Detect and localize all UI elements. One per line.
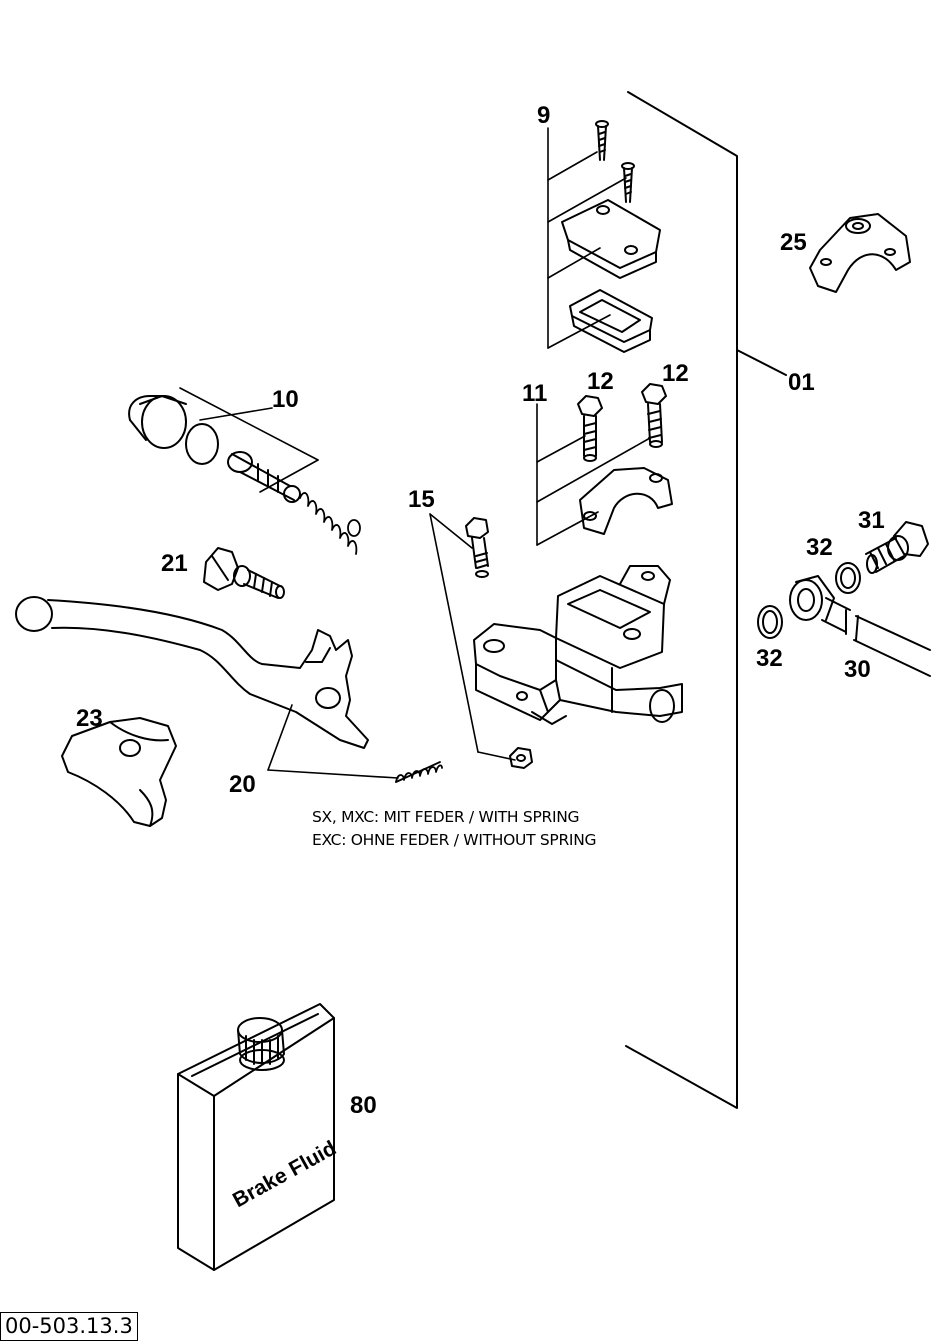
diaphragm [569, 289, 653, 353]
return-spring [299, 492, 361, 555]
part-15-nut [509, 747, 533, 769]
label-part-12-left: 12 [587, 368, 614, 395]
label-part-25: 25 [780, 229, 807, 256]
leader-lines [179, 127, 651, 779]
container-cap [237, 1017, 285, 1071]
label-part-30: 30 [844, 656, 871, 683]
part-25-clamp [809, 213, 911, 293]
label-part-31: 31 [858, 507, 885, 534]
label-part-23: 23 [76, 705, 103, 732]
label-part-80: 80 [350, 1092, 377, 1119]
part-30-brake-line [789, 575, 931, 677]
label-part-15: 15 [408, 486, 435, 513]
part-9-cover-assembly [561, 120, 661, 353]
label-part-32-lower: 32 [756, 645, 783, 672]
part-32-washer-lower [757, 605, 783, 639]
part-20-lever [15, 596, 369, 749]
master-cylinder-body [473, 565, 683, 725]
label-part-11: 11 [522, 380, 548, 407]
part-80-brake-fluid-container [177, 1003, 335, 1271]
label-part-9: 9 [537, 102, 551, 129]
label-part-01: 01 [788, 369, 815, 396]
spring-note-line-1: SX, MXC: MIT FEDER / WITH SPRING [312, 808, 580, 826]
part-15-pivot-bolt [465, 517, 489, 578]
part-32-washer-upper [835, 562, 861, 594]
circlip [185, 423, 219, 465]
dust-boot [128, 395, 187, 449]
part-23-lever-cover [61, 717, 177, 827]
drawing-number: 00-503.13.3 [0, 1312, 138, 1342]
label-part-32-upper: 32 [806, 534, 833, 561]
label-part-12-right: 12 [662, 360, 689, 387]
label-part-20: 20 [229, 771, 256, 798]
label-part-10: 10 [272, 386, 299, 413]
reservoir-cover [561, 199, 661, 279]
part-31-banjo-bolt [865, 521, 929, 574]
clamp-bolt-right [641, 383, 667, 448]
part-10-piston-kit [128, 395, 361, 555]
part-11-clamp [579, 467, 673, 535]
part-21-adjuster [203, 547, 285, 599]
assembly-bracket [625, 91, 787, 1109]
cover-screw-upper [595, 120, 609, 161]
label-part-21: 21 [161, 550, 188, 577]
part-20-spring [395, 761, 443, 783]
piston [227, 451, 301, 503]
part-12-bolts [577, 383, 667, 462]
cover-screw-lower [621, 162, 635, 203]
spring-note-line-2: EXC: OHNE FEDER / WITHOUT SPRING [312, 831, 597, 849]
clamp-bolt-left [577, 395, 603, 462]
